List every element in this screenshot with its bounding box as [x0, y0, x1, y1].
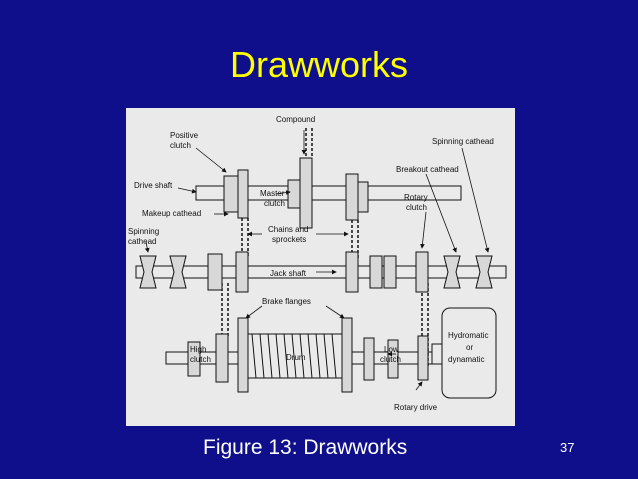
label-rotary: Rotary	[404, 193, 428, 202]
cathead-left-spinning	[139, 255, 187, 289]
label-high: High	[190, 345, 206, 354]
label-low: Low	[384, 345, 399, 354]
label-rotary-drive: Rotary drive	[394, 403, 438, 412]
cathead-right	[443, 255, 493, 289]
label-drive-shaft: Drive shaft	[134, 181, 173, 190]
jack-shaft-sprockets	[207, 251, 429, 293]
chains	[221, 128, 429, 368]
label-jack-shaft: Jack shaft	[270, 269, 307, 278]
label-high-clutch: clutch	[190, 355, 211, 364]
figure-caption: Figure 13: Drawworks	[203, 436, 408, 459]
diagram-labels: Compound Positive clutch Spinning cathea…	[128, 115, 494, 412]
label-compound: Compound	[276, 115, 315, 124]
label-rotary-clutch: clutch	[406, 203, 427, 212]
label-positive-clutch: clutch	[170, 141, 191, 150]
label-chains-and: Chains and	[268, 225, 308, 234]
drum	[237, 317, 353, 393]
label-brake-flanges: Brake flanges	[262, 297, 311, 306]
drawworks-figure: Compound Positive clutch Spinning cathea…	[126, 108, 515, 426]
low-clutch	[363, 335, 429, 381]
hydromatic-unit	[431, 307, 497, 399]
label-makeup-cathead: Makeup cathead	[142, 209, 201, 218]
label-master-clutch: clutch	[264, 199, 285, 208]
compound-sprocket	[345, 173, 369, 221]
label-drum: Drum	[286, 353, 306, 362]
label-dynamatic: dynamatic	[448, 355, 484, 364]
label-breakout-cathead: Breakout cathead	[396, 165, 459, 174]
high-clutch	[187, 333, 229, 383]
master-clutch	[287, 157, 313, 229]
label-hydromatic: Hydromatic	[448, 331, 488, 340]
label-or: or	[466, 343, 473, 352]
label-cathead-left: cathead	[128, 237, 156, 246]
label-low-clutch: clutch	[380, 355, 401, 364]
label-spinning-cathead-right: Spinning cathead	[432, 137, 494, 146]
page-number: 37	[560, 440, 575, 455]
drawworks-diagram: Compound Positive clutch Spinning cathea…	[128, 115, 507, 412]
label-spinning-left: Spinning	[128, 227, 159, 236]
positive-clutch	[223, 169, 249, 219]
slide-title: Drawworks	[229, 44, 408, 85]
label-sprockets: sprockets	[272, 235, 306, 244]
leader-lines	[144, 130, 490, 391]
label-master: Master	[260, 189, 285, 198]
label-positive: Positive	[170, 131, 199, 140]
